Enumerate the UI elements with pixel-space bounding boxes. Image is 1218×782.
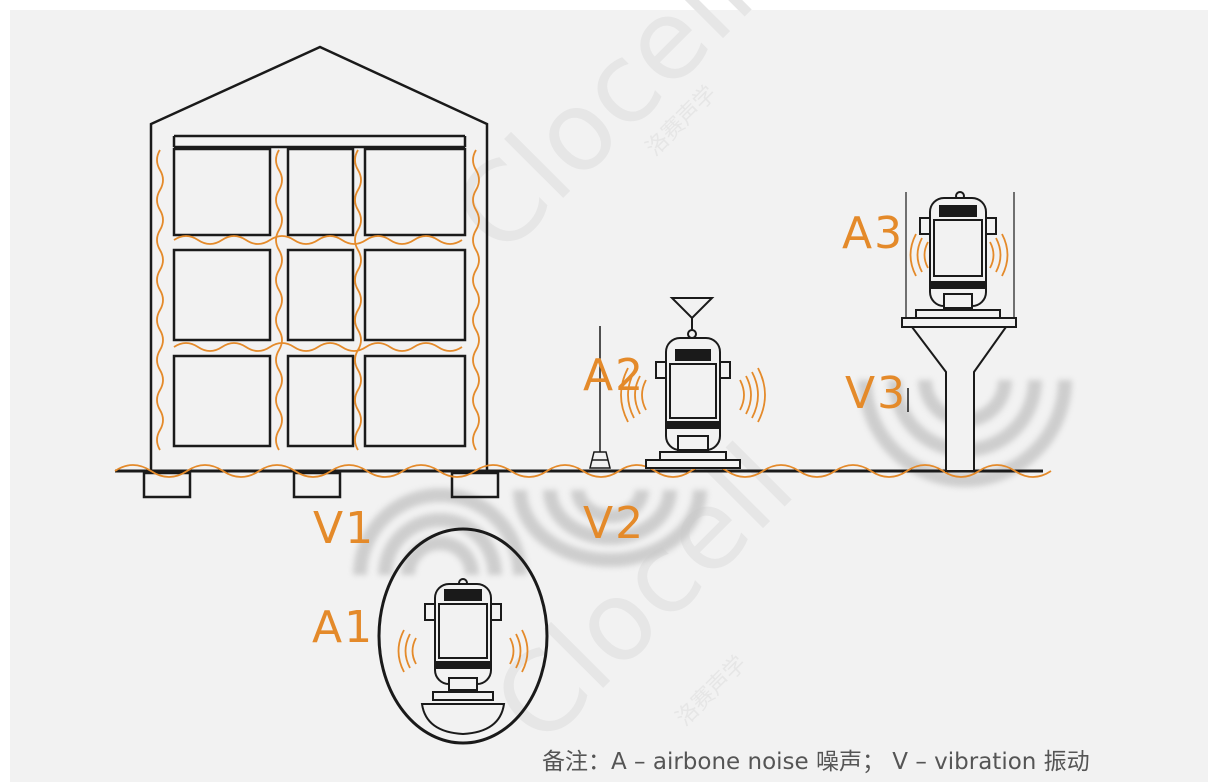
label-v3: V3 [845,368,908,419]
label-v2: V2 [583,498,646,549]
vibration-rings-v1 [353,488,527,576]
machine-a3-noise-waves [909,233,1009,277]
ground-vibration-wave [114,464,1052,478]
legend-note: 备注：A – airbone noise 噪声； V – vibration 振… [542,749,1090,775]
label-v1: V1 [313,503,376,554]
machine-a2 [645,297,741,469]
machine-a1-noise-waves [397,629,529,673]
vibration-rings-v2 [513,489,707,567]
machine-a1-enclosure [377,527,549,745]
label-a3: A3 [842,208,905,259]
machine-a1 [420,578,506,736]
building-vibration-waves [156,149,480,451]
label-a2: A2 [583,350,646,401]
label-a1: A1 [312,602,375,653]
building [142,45,500,499]
machine-a3 [901,191,1017,472]
machine-a2-noise-waves [620,367,766,423]
pole-sensor [589,326,611,469]
